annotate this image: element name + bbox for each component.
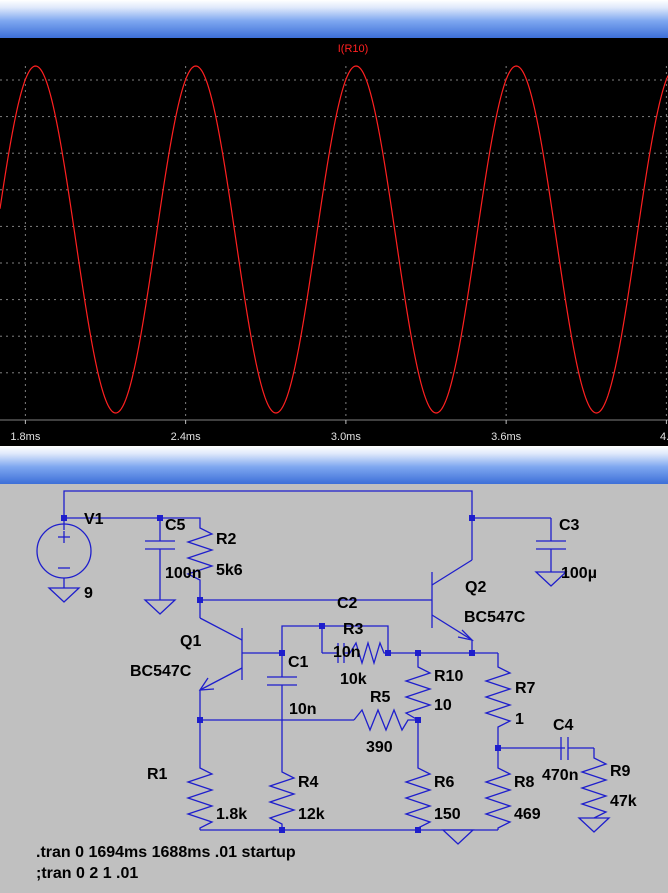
spice-comment-tran[interactable]: ;tran 0 2 1 .01 — [36, 865, 138, 882]
x-axis-ticks: 1.8ms 2.4ms 3.0ms 3.6ms 4.2 — [10, 420, 668, 443]
x-tick-label: 3.0ms — [331, 431, 361, 443]
schematic-wires — [36, 490, 611, 845]
r3-value[interactable]: 10k — [340, 671, 367, 688]
r3-label[interactable]: R3 — [343, 621, 364, 638]
x-tick-label: 4.2 — [660, 431, 668, 443]
c1-label[interactable]: C1 — [288, 654, 309, 671]
x-tick-label: 2.4ms — [171, 431, 201, 443]
q1-label[interactable]: Q1 — [180, 633, 201, 650]
r6-value[interactable]: 150 — [434, 806, 461, 823]
c3-label[interactable]: C3 — [559, 517, 580, 534]
r10-label[interactable]: R10 — [434, 668, 463, 685]
c2-value[interactable]: 10n — [333, 644, 361, 661]
r9-value[interactable]: 47k — [610, 793, 637, 810]
r8-value[interactable]: 469 — [514, 806, 541, 823]
q1-value[interactable]: BC547C — [130, 663, 192, 680]
r6-label[interactable]: R6 — [434, 774, 455, 791]
x-tick-label: 1.8ms — [10, 431, 40, 443]
c1-value[interactable]: 10n — [289, 701, 317, 718]
schematic-window[interactable]: V1 9 C5 100n R2 5k6 C3 100µ Q2 BC547C Q1… — [0, 484, 668, 888]
schematic-junctions — [61, 515, 501, 833]
r5-label[interactable]: R5 — [370, 689, 391, 706]
r1-value[interactable]: 1.8k — [216, 806, 247, 823]
c5-value[interactable]: 100n — [165, 565, 201, 582]
r9-label[interactable]: R9 — [610, 763, 631, 780]
r5-value[interactable]: 390 — [366, 739, 393, 756]
c3-value[interactable]: 100µ — [561, 565, 597, 582]
plot-grid — [0, 66, 668, 416]
v1-label[interactable]: V1 — [84, 511, 104, 528]
trace-label[interactable]: I(R10) — [338, 43, 369, 55]
spice-directive-tran[interactable]: .tran 0 1694ms 1688ms .01 startup — [36, 844, 296, 861]
c4-value[interactable]: 470n — [542, 767, 578, 784]
r7-value[interactable]: 1 — [515, 711, 524, 728]
c5-label[interactable]: C5 — [165, 517, 186, 534]
r8-label[interactable]: R8 — [514, 774, 535, 791]
c2-label[interactable]: C2 — [337, 595, 358, 612]
r4-label[interactable]: R4 — [298, 774, 319, 791]
waveform-window-titlebar[interactable] — [0, 0, 668, 38]
r2-value[interactable]: 5k6 — [216, 562, 243, 579]
waveform-window[interactable]: I(R10) 1.8ms 2.4ms 3.0ms 3.6ms 4.2 — [0, 38, 668, 446]
r2-label[interactable]: R2 — [216, 531, 237, 548]
r4-value[interactable]: 12k — [298, 806, 325, 823]
q2-label[interactable]: Q2 — [465, 579, 486, 596]
c4-label[interactable]: C4 — [553, 717, 574, 734]
r1-label[interactable]: R1 — [147, 766, 168, 783]
trace-i-r10[interactable] — [0, 65, 668, 414]
schematic-window-titlebar[interactable] — [0, 446, 668, 484]
q2-value[interactable]: BC547C — [464, 609, 526, 626]
r10-value[interactable]: 10 — [434, 697, 452, 714]
v1-value[interactable]: 9 — [84, 585, 93, 602]
r7-label[interactable]: R7 — [515, 680, 536, 697]
x-tick-label: 3.6ms — [491, 431, 521, 443]
